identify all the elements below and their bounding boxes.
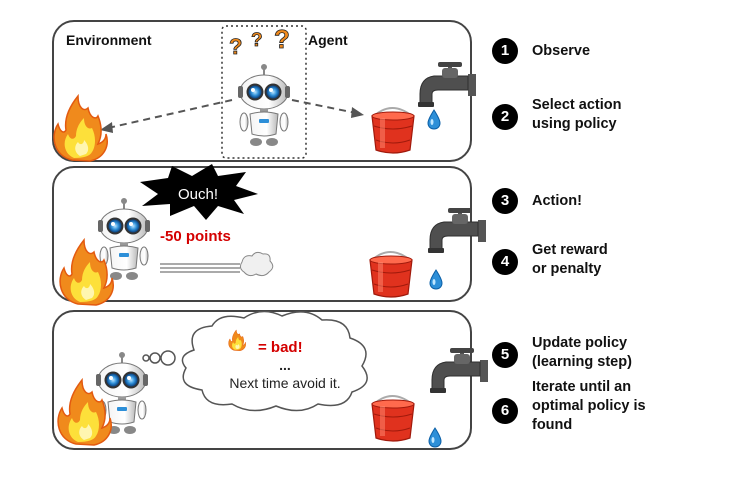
- agent-label: Agent: [308, 32, 348, 48]
- arrow-to-bucket: [291, 99, 357, 114]
- step-number-badge: 3: [492, 188, 518, 214]
- step-number-badge: 4: [492, 249, 518, 275]
- penalty-text: -50 points: [160, 228, 231, 245]
- robot-icon: [237, 63, 291, 147]
- motion-lines: [160, 263, 240, 273]
- faucet-icon: [429, 347, 489, 394]
- water-drop-icon: [427, 109, 441, 130]
- step-1: 1 Observe: [492, 38, 732, 94]
- water-drop-icon: [429, 269, 443, 290]
- burst-text: Ouch!: [178, 186, 218, 203]
- step-line: Select action: [532, 97, 622, 113]
- step-text: Iterate until an optimal policy is found: [532, 378, 646, 435]
- step-text: Observe: [532, 42, 590, 61]
- step-line: or penalty: [532, 261, 602, 277]
- step-4: 4 Get reward or penalty: [492, 242, 732, 301]
- step-6: 6 Iterate until an optimal policy is fou…: [492, 379, 732, 452]
- question-mark-3: ?: [274, 24, 290, 54]
- step-line: optimal policy is: [532, 398, 646, 414]
- thought-dot-small: [142, 354, 150, 362]
- faucet-icon: [427, 207, 487, 254]
- dust-cloud-icon: [239, 251, 274, 277]
- water-drop-icon: [428, 427, 442, 448]
- thought-dot-medium: [149, 352, 161, 364]
- step-number-badge: 6: [492, 398, 518, 424]
- step-line: Iterate until an: [532, 379, 632, 395]
- arrow-head-right: [351, 107, 364, 118]
- step-line: (learning step): [532, 354, 632, 370]
- bucket-icon: [371, 395, 415, 442]
- bucket-icon: [369, 251, 413, 298]
- step-number-badge: 1: [492, 38, 518, 64]
- environment-label: Environment: [66, 32, 152, 48]
- question-mark-2: ?: [251, 30, 263, 51]
- thought-dot-large: [160, 350, 176, 366]
- explosion-icon: [140, 164, 258, 220]
- agent-boundary: [221, 25, 307, 159]
- step-text: Update policy (learning step): [532, 334, 632, 372]
- thought-ellipsis: ...: [279, 357, 291, 373]
- step-line: found: [532, 417, 573, 433]
- thought-bad-text: = bad!: [258, 339, 303, 356]
- step-line: Action!: [532, 193, 582, 209]
- step-text: Get reward or penalty: [532, 241, 608, 279]
- step-text: Select action using policy: [532, 96, 621, 134]
- question-mark-1: ?: [229, 34, 242, 59]
- step-number-badge: 5: [492, 342, 518, 368]
- step-number-badge: 2: [492, 104, 518, 130]
- step-line: Observe: [532, 43, 591, 59]
- step-3: 3 Action!: [492, 188, 732, 244]
- step-text: Action!: [532, 192, 582, 211]
- step-2: 2 Select action using policy: [492, 97, 732, 156]
- arrow-to-fire: [107, 99, 233, 129]
- step-line: Update policy: [532, 335, 628, 351]
- step-5: 5 Update policy (learning step): [492, 335, 732, 394]
- thought-bubble-icon: [181, 310, 368, 412]
- flame-icon: [53, 95, 108, 162]
- thought-text: Next time avoid it.: [229, 375, 340, 391]
- arrow-head-left: [100, 122, 113, 133]
- faucet-icon: [417, 61, 477, 108]
- step-line: using policy: [532, 116, 617, 132]
- bucket-icon: [371, 107, 415, 154]
- step-line: Get reward: [532, 242, 608, 258]
